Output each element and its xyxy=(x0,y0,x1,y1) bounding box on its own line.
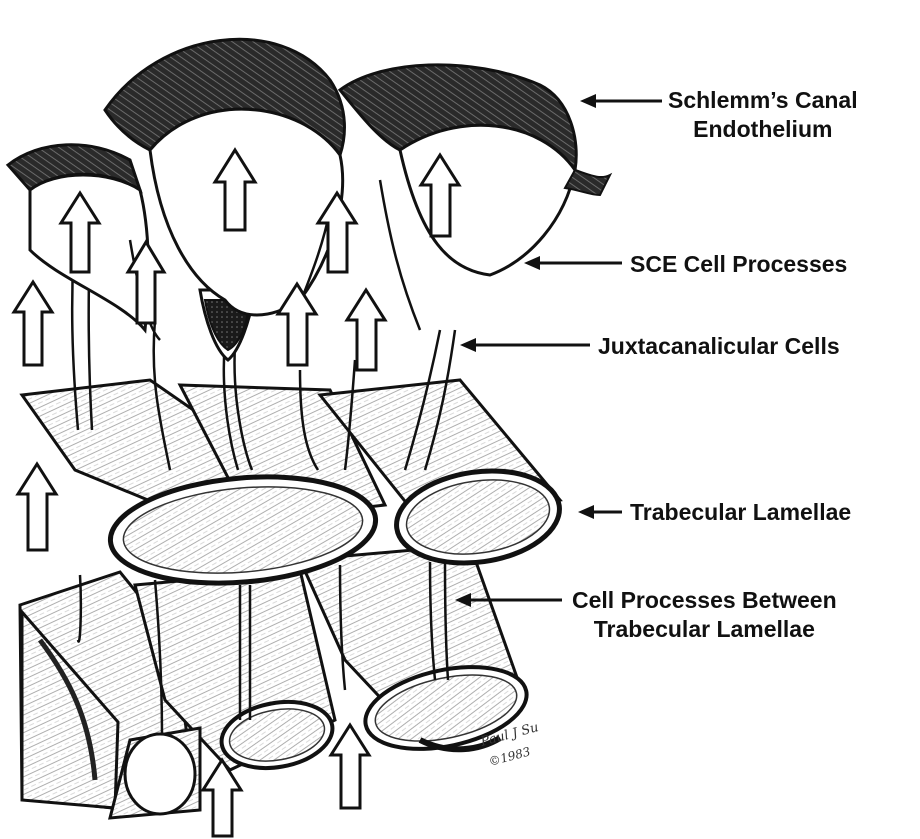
bottom-lamella-layer xyxy=(20,545,534,818)
up-arrow-icon xyxy=(331,725,369,808)
schlemms-canal-endothelium xyxy=(8,39,610,340)
svg-text:©1983: ©1983 xyxy=(487,744,532,769)
label-trabecular-lamellae: Trabecular Lamellae xyxy=(630,498,851,527)
up-arrow-icon xyxy=(347,290,385,370)
label-schlemms-line1: Schlemm’s Canal xyxy=(668,86,858,115)
label-schlemms-canal-endothelium: Schlemm’s Canal Endothelium xyxy=(668,86,858,144)
label-juxtacanalicular-cells: Juxtacanalicular Cells xyxy=(598,332,840,361)
label-cell-processes-line1: Cell Processes Between xyxy=(572,586,837,615)
up-arrow-icon xyxy=(203,760,241,836)
up-arrow-icon xyxy=(14,282,52,365)
up-arrow-icon xyxy=(18,464,56,550)
label-cell-processes-between: Cell Processes Between Trabecular Lamell… xyxy=(572,586,837,644)
label-cell-processes-line2: Trabecular Lamellae xyxy=(572,615,837,644)
middle-lamella-layer xyxy=(22,380,565,593)
label-sce-cell-processes: SCE Cell Processes xyxy=(630,250,847,279)
label-schlemms-line2: Endothelium xyxy=(668,115,858,144)
